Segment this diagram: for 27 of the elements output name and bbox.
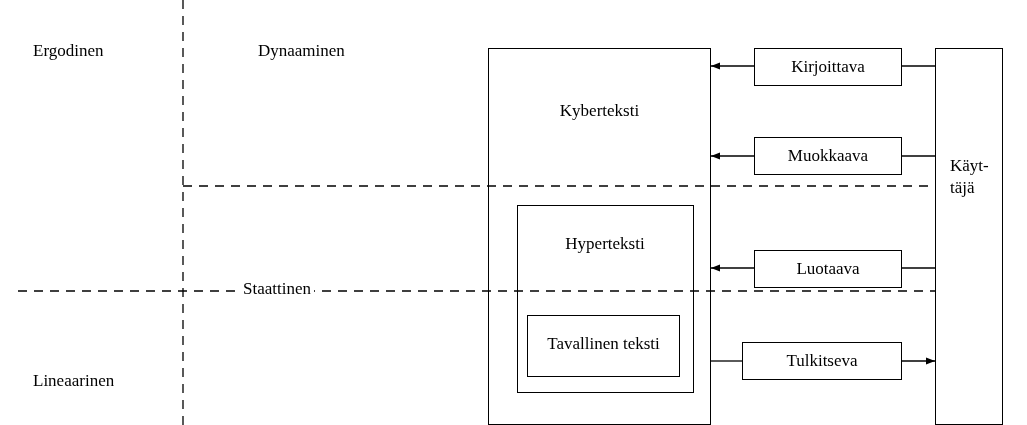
box-label: Luotaava <box>795 259 861 279</box>
arrow <box>710 264 755 272</box>
arrow <box>710 152 755 160</box>
connector-line <box>710 360 743 362</box>
text-box <box>754 137 902 175</box>
connector-line <box>901 267 936 269</box>
box-label: Tulkitseva <box>785 351 859 371</box>
region-label: Dynaaminen <box>258 41 345 61</box>
box-label: Käyt- täjä <box>949 155 990 199</box>
text-box <box>754 48 902 86</box>
region-label: Lineaarinen <box>33 371 115 391</box>
box-label: Kyberteksti <box>558 101 641 121</box>
arrow <box>901 357 936 365</box>
box-label: Tavallinen teksti <box>546 334 661 354</box>
text-box <box>742 342 902 380</box>
arrow <box>710 62 755 70</box>
region-label: Ergodinen <box>33 41 104 61</box>
text-box <box>527 315 680 377</box>
text-box <box>935 48 1003 425</box>
connector-line <box>901 65 936 67</box>
text-box <box>488 48 711 425</box>
box-label: Kirjoittava <box>790 57 866 77</box>
box-label: Hyperteksti <box>564 233 646 254</box>
connector-line <box>901 155 936 157</box>
box-label: Muokkaava <box>786 146 870 166</box>
text-box <box>516 204 694 393</box>
text-box <box>754 250 902 288</box>
